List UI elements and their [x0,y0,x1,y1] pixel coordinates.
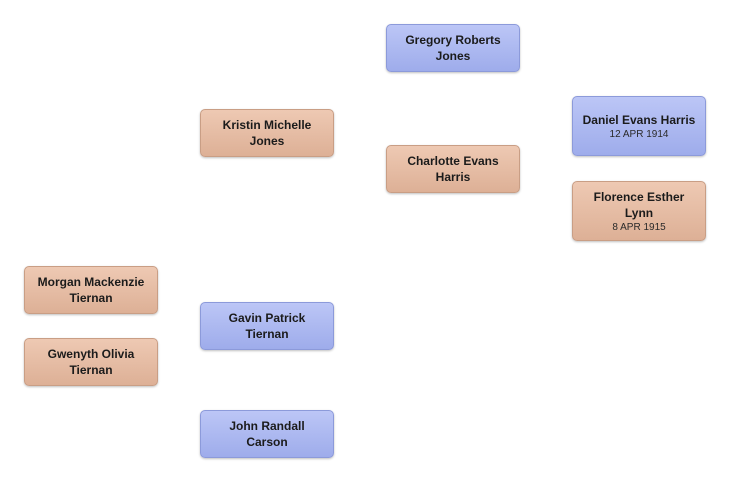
person-name: Morgan Mackenzie Tiernan [37,275,145,305]
person-name: Kristin Michelle Jones [222,118,312,148]
person-name: John Randall Carson [229,419,305,449]
person-birth-date: 8 APR 1915 [612,221,666,233]
person-box-florence-esther-lynn[interactable]: Florence Esther Lynn 8 APR 1915 [572,181,706,241]
person-box-kristin-michelle-jones[interactable]: Kristin Michelle Jones [200,109,334,157]
person-name: Charlotte Evans Harris [407,154,499,184]
person-box-charlotte-evans-harris[interactable]: Charlotte Evans Harris [386,145,520,193]
person-name: Gavin Patrick Tiernan [228,311,306,341]
person-box-gregory-roberts-jones[interactable]: Gregory Roberts Jones [386,24,520,72]
person-box-gwenyth-olivia-tiernan[interactable]: Gwenyth Olivia Tiernan [24,338,158,386]
person-name: Florence Esther Lynn [593,189,685,220]
person-box-john-randall-carson[interactable]: John Randall Carson [200,410,334,458]
person-box-daniel-evans-harris[interactable]: Daniel Evans Harris 12 APR 1914 [572,96,706,156]
person-name: Daniel Evans Harris [582,112,696,127]
person-name: Gregory Roberts Jones [405,33,501,63]
person-birth-date: 12 APR 1914 [609,128,669,140]
person-box-morgan-mackenzie-tiernan[interactable]: Morgan Mackenzie Tiernan [24,266,158,314]
person-name: Gwenyth Olivia Tiernan [47,347,135,377]
person-box-gavin-patrick-tiernan[interactable]: Gavin Patrick Tiernan [200,302,334,350]
